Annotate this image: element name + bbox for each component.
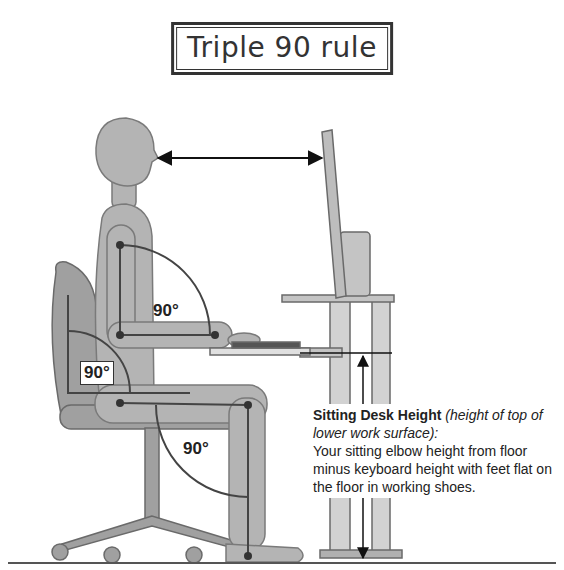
title: Triple 90 rule	[187, 31, 377, 64]
illustration-part	[210, 348, 310, 355]
illustration-part	[244, 552, 252, 560]
illustration-part	[120, 245, 210, 335]
illustration-part	[68, 331, 130, 393]
illustration-part	[300, 352, 392, 354]
angle-label: 90°	[180, 438, 212, 460]
illustration-part	[104, 547, 120, 563]
illustration-part	[116, 241, 124, 249]
illustration-part	[52, 262, 100, 420]
note-text: Your sitting elbow height from floor min…	[313, 442, 557, 496]
illustration-part	[322, 130, 346, 298]
illustration-part	[156, 405, 248, 497]
illustration-part	[116, 399, 124, 407]
illustration-part	[96, 118, 158, 186]
illustration-part	[145, 428, 159, 520]
title-inner-frame: Triple 90 rule	[176, 27, 388, 70]
person-silhouette	[95, 118, 303, 562]
note-text: Sitting Desk Height	[313, 407, 441, 423]
title-frame: Triple 90 rule	[171, 22, 393, 75]
illustration-part	[244, 401, 252, 409]
illustration-part	[186, 547, 202, 563]
illustration-part	[320, 550, 402, 558]
illustration-part	[68, 295, 190, 393]
desk-height-note: Sitting Desk Height(height of top of low…	[313, 404, 557, 498]
angle-label: 90°	[150, 300, 182, 322]
angle-label: 90°	[80, 361, 114, 385]
joint-dots	[116, 241, 252, 560]
illustration-part	[120, 245, 215, 335]
eye-distance-arrow	[158, 157, 322, 159]
illustration-part	[226, 544, 303, 562]
illustration-part	[211, 331, 219, 339]
illustration-part	[62, 516, 244, 550]
floor-line	[8, 562, 556, 564]
angle-guides	[68, 245, 248, 556]
illustration-part	[120, 403, 248, 556]
illustration-part	[116, 331, 124, 339]
illustration-part	[52, 544, 68, 560]
illustration-part	[232, 342, 300, 348]
